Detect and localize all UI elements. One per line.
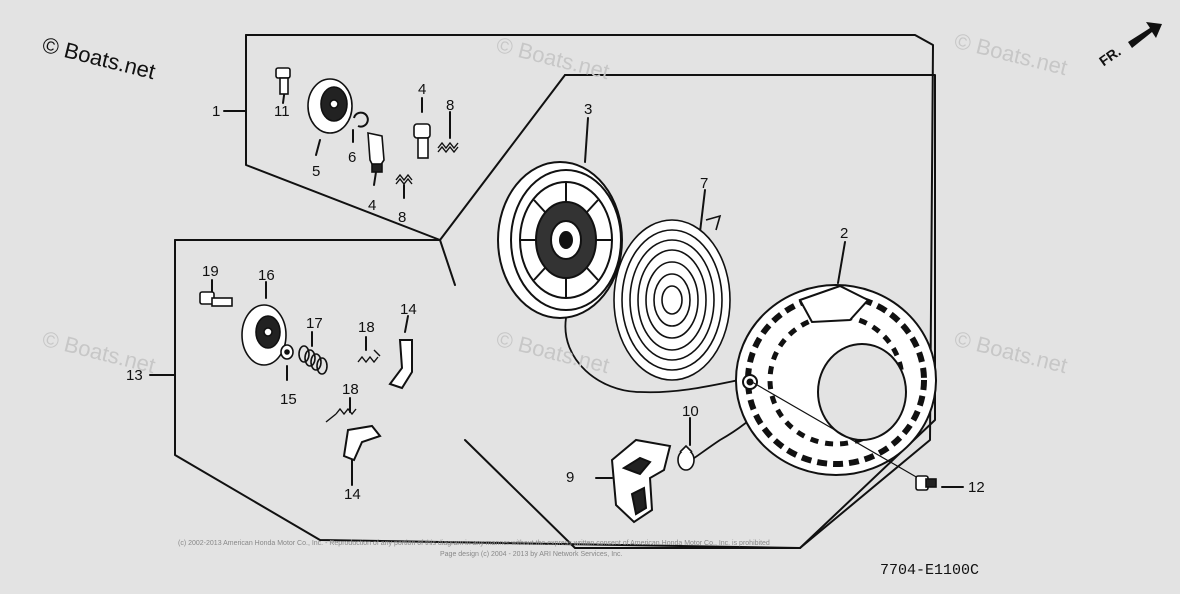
clip-6 — [353, 111, 369, 128]
ratchet-plate-5 — [307, 78, 353, 134]
callout-11[interactable]: 11 — [274, 103, 290, 120]
pawl-14-upper — [388, 339, 413, 390]
pawl-4-upper — [413, 123, 431, 159]
group-1-outline — [245, 34, 934, 549]
callout-7[interactable]: 7 — [700, 175, 709, 192]
spring-17 — [298, 345, 328, 375]
bolt-11 — [275, 67, 291, 95]
callout-10[interactable]: 10 — [682, 403, 699, 420]
page-design-line: Page design (c) 2004 - 2013 by ARI Netwo… — [440, 551, 623, 558]
callout-19[interactable]: 19 — [202, 263, 219, 280]
pawl-4-lower — [367, 131, 385, 174]
pawl-14-lower — [342, 424, 382, 462]
callout-3[interactable]: 3 — [584, 101, 593, 118]
callout-15[interactable]: 15 — [280, 391, 297, 408]
callout-13[interactable]: 13 — [126, 367, 143, 384]
fan-cover-2 — [735, 284, 937, 476]
callout-12[interactable]: 12 — [968, 479, 985, 496]
callout-18-upper[interactable]: 18 — [358, 319, 375, 336]
callout-5[interactable]: 5 — [312, 163, 321, 180]
callout-4-lower[interactable]: 4 — [368, 197, 377, 214]
callout-8-upper[interactable]: 8 — [446, 97, 455, 114]
callout-14-lower[interactable]: 14 — [344, 486, 361, 503]
callout-4-upper[interactable]: 4 — [418, 81, 427, 98]
inner-outline — [464, 74, 936, 549]
callout-17[interactable]: 17 — [306, 315, 323, 332]
starter-grip-9 — [610, 438, 672, 524]
front-direction-arrow-icon — [1128, 22, 1162, 48]
bolt-19 — [199, 291, 233, 307]
reel-3 — [497, 161, 623, 319]
rope-guide-10 — [677, 444, 695, 471]
callout-1[interactable]: 1 — [212, 103, 221, 120]
callout-16[interactable]: 16 — [258, 267, 275, 284]
recoil-spring-7 — [613, 214, 731, 381]
callout-2[interactable]: 2 — [840, 225, 849, 242]
spring-8-lower — [395, 173, 413, 186]
callout-8-lower[interactable]: 8 — [398, 209, 407, 226]
callout-6[interactable]: 6 — [348, 149, 357, 166]
spring-18-lower — [325, 407, 357, 423]
ratchet-16 — [241, 304, 287, 366]
spring-8-upper — [437, 141, 459, 154]
callout-18-lower[interactable]: 18 — [342, 381, 359, 398]
spring-18-upper — [357, 349, 381, 364]
diagram-code: 7704-E1100C — [880, 562, 980, 579]
bolt-12 — [751, 381, 937, 491]
callout-9[interactable]: 9 — [566, 469, 575, 486]
washer-15 — [280, 344, 294, 360]
copyright-line: (c) 2002-2013 American Honda Motor Co., … — [178, 540, 770, 547]
callout-14-upper[interactable]: 14 — [400, 301, 417, 318]
